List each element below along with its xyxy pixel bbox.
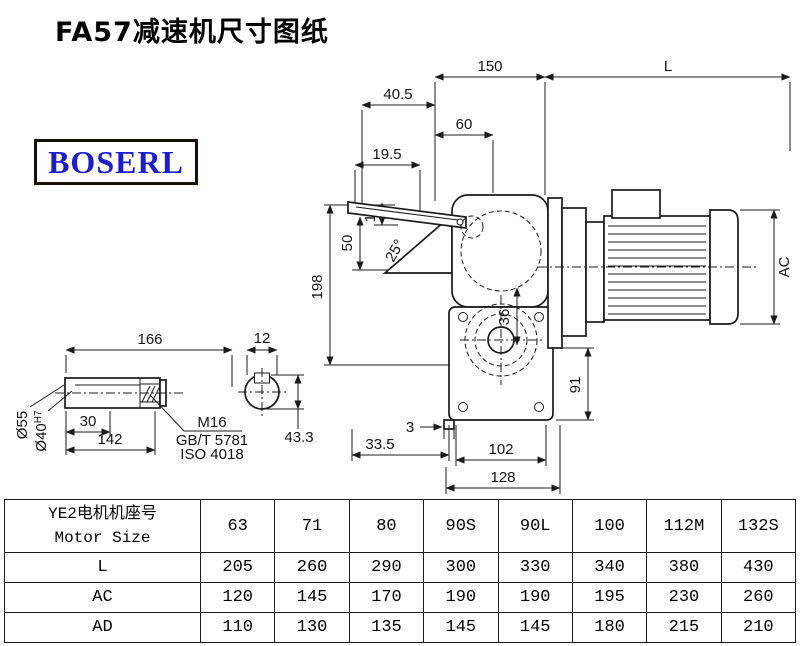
motor-size-label-cn: YE2电机机座号 <box>48 505 157 523</box>
front-view: 36 <box>347 194 559 430</box>
table-cell: 215 <box>646 612 722 643</box>
motor-size-header-cell: YE2电机机座号 Motor Size <box>4 499 201 553</box>
terminal-box <box>611 189 661 219</box>
dim-50-label: 50 <box>339 235 356 252</box>
table-cell: 230 <box>646 582 722 613</box>
table-row-AD: AD 110 130 135 145 145 180 215 210 <box>4 612 797 643</box>
table-cell: 290 <box>348 552 425 583</box>
fan-cowl <box>709 209 739 325</box>
column-header: 63 <box>199 499 276 553</box>
table-cell: 330 <box>497 552 573 583</box>
top-dimensions: 150 L 40.5 60 19.5 <box>354 58 791 215</box>
bottom-dimensions: 3 33.5 102 128 <box>351 419 561 494</box>
dim-30-label: 30 <box>80 413 97 430</box>
dim-19-5-label: 19.5 <box>372 146 401 163</box>
table-cell: 260 <box>720 582 797 613</box>
column-header: 71 <box>274 499 350 553</box>
dim-150-label: 150 <box>477 58 502 75</box>
dim-43-3-label: 43.3 <box>284 429 313 446</box>
motor-body <box>603 215 711 321</box>
dim-36-label: 36 <box>496 309 513 326</box>
table-header-row: YE2电机机座号 Motor Size 63 71 80 90S 90L 100… <box>4 499 797 553</box>
column-header: 90S <box>423 499 499 553</box>
table-cell: 380 <box>646 552 722 583</box>
column-header: 112M <box>646 499 722 553</box>
dim-91-label: 91 <box>567 377 584 394</box>
table-cell: 180 <box>571 612 648 643</box>
dim-d55-label: Ø55 <box>14 411 31 439</box>
standard-iso-label: ISO 4018 <box>180 446 243 463</box>
column-header: 132S <box>720 499 797 553</box>
dim-102-label: 102 <box>488 441 513 458</box>
drawing-title: FA57减速机尺寸图纸 <box>55 17 329 48</box>
row-label: L <box>4 552 201 583</box>
shaft-section-view: 12 43.3 <box>238 330 314 446</box>
table-cell: 135 <box>348 612 425 643</box>
table-cell: 190 <box>423 582 499 613</box>
flange-plate <box>547 197 563 349</box>
standard-gb-label: GB/T 5781 <box>176 432 248 449</box>
table-cell: 120 <box>199 582 276 613</box>
bolt-hole <box>458 402 468 412</box>
dim-3-label: 3 <box>406 419 414 436</box>
left-dimensions: 198 50 14 25° <box>309 202 450 366</box>
column-header: 90L <box>497 499 573 553</box>
gear-pitch-circle <box>460 210 542 292</box>
shaft-annotations: Ø55 Ø40H7 M16 GB/T 5781 ISO 4018 <box>14 384 248 463</box>
dim-198-label: 198 <box>309 274 326 299</box>
dim-142-label: 142 <box>97 431 122 448</box>
thread-hatch <box>141 385 161 403</box>
dim-M16-label: M16 <box>197 414 226 431</box>
dim-12-label: 12 <box>254 330 271 347</box>
motor-dimension-table: YE2电机机座号 Motor Size 63 71 80 90S 90L 100… <box>4 499 797 643</box>
row-label: AC <box>4 582 201 613</box>
dim-40-5-label: 40.5 <box>383 86 412 103</box>
column-header: 80 <box>348 499 425 553</box>
bolt-hole <box>458 312 468 322</box>
table-cell: 110 <box>199 612 276 643</box>
table-cell: 190 <box>497 582 573 613</box>
table-cell: 205 <box>199 552 276 583</box>
dim-33-5-label: 33.5 <box>365 436 394 453</box>
table-cell: 145 <box>497 612 573 643</box>
motor-fins <box>608 225 706 315</box>
dim-d40h7-label: Ø40H7 <box>33 410 50 452</box>
dim-60-label: 60 <box>456 116 473 133</box>
table-cell: 130 <box>274 612 350 643</box>
shaft-detail-view: 166 30 142 <box>55 331 233 455</box>
motor-size-label-en: Motor Size <box>54 529 151 547</box>
technical-drawing: 150 L 40.5 60 19.5 198 50 14 <box>14 58 793 494</box>
table-row-L: L 205 260 290 300 330 340 380 430 <box>4 552 797 583</box>
column-header: 100 <box>571 499 648 553</box>
table-cell: 145 <box>274 582 350 613</box>
dim-166-label: 166 <box>137 331 162 348</box>
table-cell: 170 <box>348 582 425 613</box>
motor-adapter <box>585 221 605 323</box>
table-cell: 195 <box>571 582 648 613</box>
side-view: AC 91 <box>538 189 793 421</box>
gear-housing <box>451 194 549 308</box>
boserl-logo-text: BOSERL <box>48 144 184 180</box>
table-row-AC: AC 120 145 170 190 190 195 230 260 <box>4 582 797 613</box>
table-cell: 340 <box>571 552 648 583</box>
row-label: AD <box>4 612 201 643</box>
dim-AC-label: AC <box>776 256 793 277</box>
table-cell: 260 <box>274 552 350 583</box>
bolt-hole <box>534 402 544 412</box>
boserl-logo: BOSERL <box>34 139 198 185</box>
housing-side <box>561 207 587 337</box>
input-shaft <box>347 201 467 229</box>
bolt-hole <box>534 312 544 322</box>
table-cell: 430 <box>720 552 797 583</box>
input-bearing-circle <box>460 215 484 239</box>
dim-L-label: L <box>664 58 672 75</box>
table-cell: 145 <box>423 612 499 643</box>
table-cell: 210 <box>720 612 797 643</box>
dim-128-label: 128 <box>490 469 515 486</box>
table-cell: 300 <box>423 552 499 583</box>
